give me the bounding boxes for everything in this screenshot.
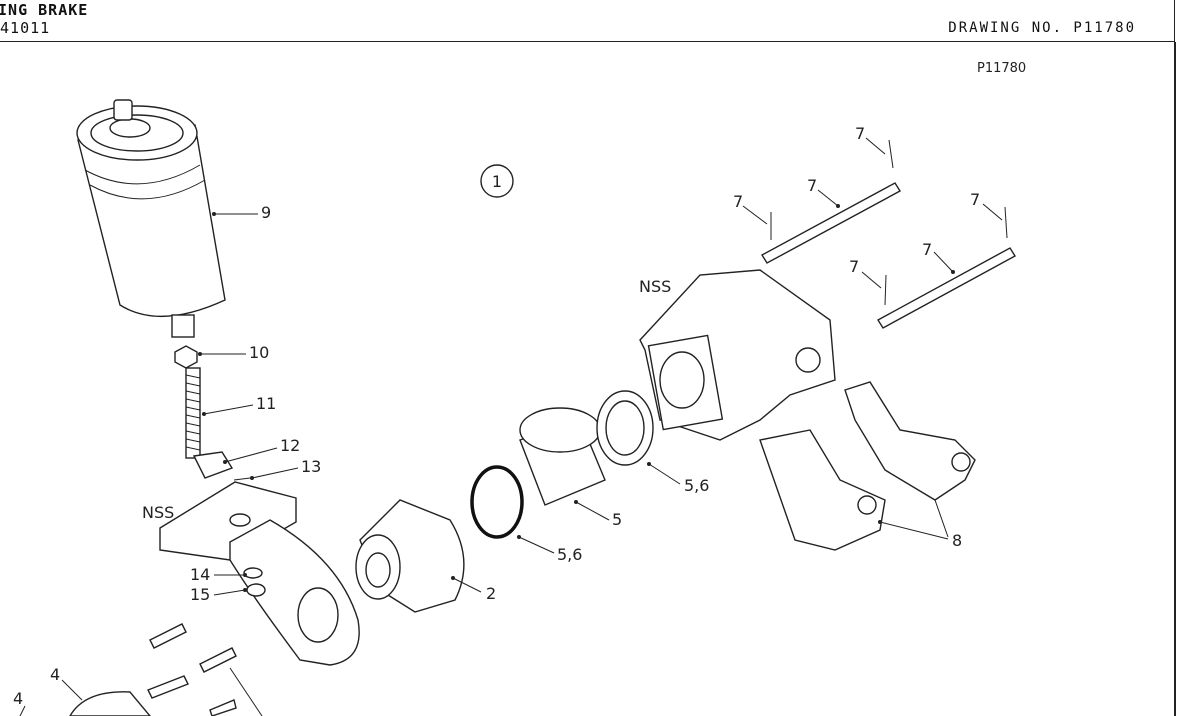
callout-9: 9 <box>261 203 271 222</box>
bolt-set-part <box>147 623 237 716</box>
callout-7c: 7 <box>855 124 865 143</box>
clevis-part <box>192 451 234 479</box>
callout-4b: 4 <box>13 689 23 708</box>
washer-part <box>243 567 263 579</box>
actuator-cylinder-part <box>76 99 226 338</box>
frame-border <box>1174 42 1176 716</box>
o-ring-part <box>470 465 524 539</box>
view-number: 1 <box>492 172 502 191</box>
nut-part <box>174 345 198 369</box>
leader-lines <box>19 137 1003 716</box>
drawing-title: KING BRAKE <box>0 1 89 19</box>
callout-7a: 7 <box>733 192 743 211</box>
side-label-caliper: NSS <box>639 277 671 296</box>
callout-7e: 7 <box>922 240 932 259</box>
hub-part <box>69 691 151 716</box>
guide-pins-part <box>761 139 1016 329</box>
title-block: KING BRAKE 941011 DRAWING NO. P11780 <box>0 0 1175 42</box>
clevis-pin-part <box>233 477 251 481</box>
callout-7b: 7 <box>807 176 817 195</box>
callout-7f: 7 <box>849 257 859 276</box>
callout-7d: 7 <box>970 190 980 209</box>
brake-pad-part <box>759 381 976 551</box>
callout-11: 11 <box>256 394 276 413</box>
caliper-housing-part <box>355 499 465 613</box>
small-nut-part <box>246 583 266 597</box>
callout-5: 5 <box>612 510 622 529</box>
threaded-rod-part <box>185 367 201 459</box>
view-number-circle <box>480 164 514 198</box>
part-number: 941011 <box>0 19 51 37</box>
callout-10: 10 <box>249 343 269 362</box>
callout-12: 12 <box>280 436 300 455</box>
drawing-number: DRAWING NO. P11780 <box>948 20 1136 36</box>
callout-4a: 4 <box>50 665 60 684</box>
callout-15: 15 <box>190 585 210 604</box>
mounting-bracket-part <box>159 481 360 666</box>
callout-13: 13 <box>301 457 321 476</box>
caliper-nss-part <box>639 269 836 441</box>
side-label-bracket: NSS <box>142 503 174 522</box>
callout-14: 14 <box>190 565 210 584</box>
piston-seal-part <box>596 390 654 466</box>
callout-8: 8 <box>952 531 962 550</box>
callout-5-6-seal: 5,6 <box>684 476 709 495</box>
piston-part <box>519 407 606 506</box>
callout-2: 2 <box>486 584 496 603</box>
callout-5-6-ring: 5,6 <box>557 545 582 564</box>
drawing-ref: P11780 <box>977 61 1026 76</box>
